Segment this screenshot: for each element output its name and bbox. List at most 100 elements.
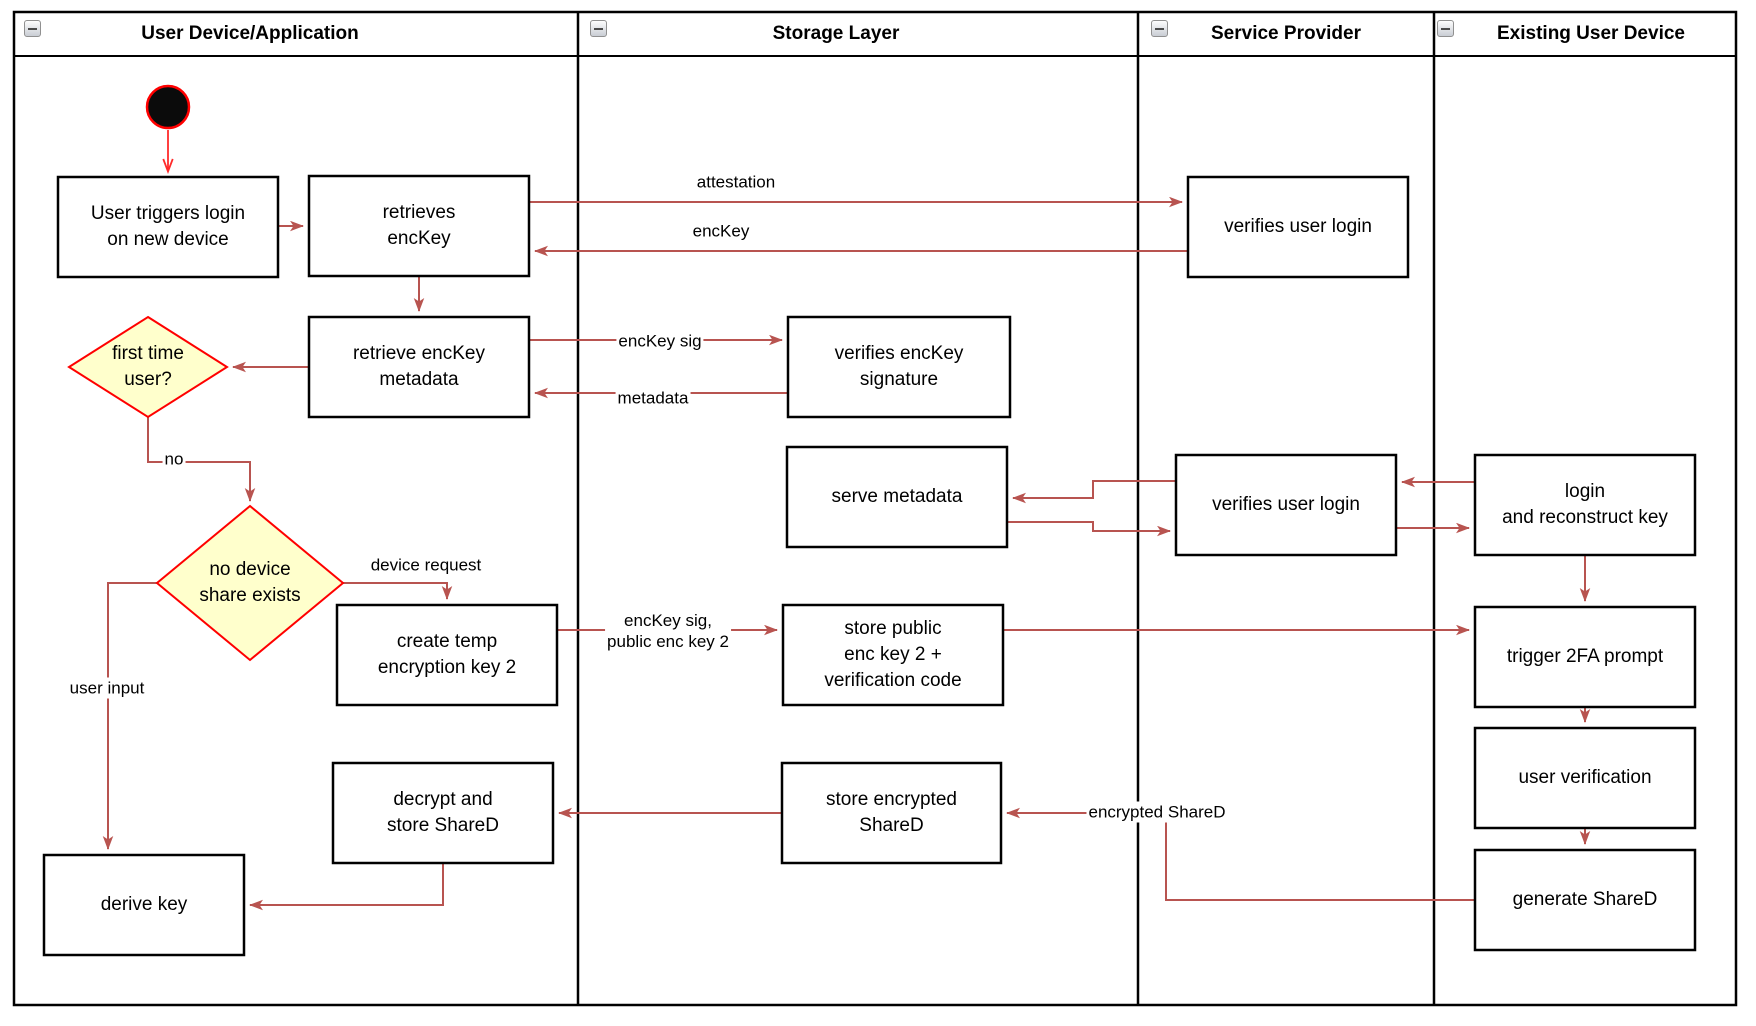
- node-label-line: verifies user login: [1224, 216, 1372, 237]
- edge-label-line: no: [164, 449, 184, 469]
- edge-label-line: attestation: [696, 172, 776, 192]
- node-label-line: create temp: [396, 631, 498, 652]
- edge-label-line: device request: [370, 555, 482, 575]
- label-derive-key: derive key: [44, 855, 244, 955]
- activity-store-public-key2[interactable]: [781, 603, 1005, 707]
- node-label-line: store ShareD: [387, 815, 499, 836]
- label-trigger-2fa: trigger 2FA prompt: [1475, 607, 1695, 707]
- label-verifies-signature: verifies encKey signature: [788, 317, 1010, 417]
- lane-title-service-provider: Service Provider: [1211, 23, 1361, 44]
- edge-label-line: encKey sig,: [624, 611, 712, 630]
- edge-label-encrypted-shared: encrypted ShareD: [1086, 801, 1228, 823]
- decision-first-time-user[interactable]: [67, 315, 229, 419]
- node-label-line: generate ShareD: [1512, 889, 1658, 910]
- activity-user-triggers-login[interactable]: [56, 175, 280, 279]
- node-label-line: user?: [124, 369, 172, 390]
- minimize-icon[interactable]: [590, 20, 607, 37]
- activity-decrypt-store-shared[interactable]: [331, 761, 555, 865]
- edge-label-enckey-sig-key2: encKey sig, public enc key 2: [605, 610, 731, 652]
- node-label-line: ShareD: [859, 815, 924, 836]
- activity-store-encrypted-shared[interactable]: [780, 761, 1003, 865]
- activity-retrieve-metadata[interactable]: [307, 315, 531, 419]
- label-user-verification: user verification: [1475, 728, 1695, 828]
- node-label-line: derive key: [100, 894, 188, 915]
- label-store-public-key2: store public enc key 2 + verification code: [783, 605, 1003, 705]
- flow-arrow-encrypted-shared: [1006, 807, 1475, 901]
- activity-create-temp-key2[interactable]: [335, 603, 559, 707]
- node-label-line: share exists: [199, 585, 301, 606]
- activity-verifies-login-mid[interactable]: [1174, 453, 1398, 557]
- node-label-line: user verification: [1518, 767, 1652, 788]
- activity-trigger-2fa[interactable]: [1473, 605, 1697, 709]
- node-label-line: encKey: [387, 228, 451, 249]
- edge-label-enckey-sig: encKey sig: [616, 330, 704, 352]
- decision-no-device-share[interactable]: [155, 504, 345, 662]
- minimize-icon[interactable]: [1437, 20, 1454, 37]
- edge-label-line: metadata: [617, 388, 689, 408]
- diagram-border: [12, 10, 1738, 1007]
- lane-title-existing-device: Existing User Device: [1497, 23, 1685, 44]
- flow-arrow-verifies-to-serve: [1012, 480, 1176, 504]
- edge-label-no-branch: no: [162, 448, 186, 470]
- label-first-time-user: first time user?: [69, 317, 227, 417]
- label-verifies-login-mid: verifies user login: [1176, 455, 1396, 555]
- activity-generate-shared[interactable]: [1473, 848, 1697, 952]
- edge-label-metadata-return: metadata: [615, 387, 691, 409]
- label-retrieves-enckey: retrieves encKey: [309, 176, 529, 276]
- node-label-line: no device: [209, 559, 291, 580]
- node-label-line: metadata: [379, 369, 459, 390]
- flow-arrow-no-branch: [147, 417, 256, 502]
- activity-user-verification[interactable]: [1473, 726, 1697, 830]
- edge-label-attestation: attestation: [694, 171, 778, 193]
- edge-label-device-request: device request: [368, 554, 484, 576]
- node-label-line: encryption key 2: [377, 657, 517, 678]
- node-label-line: retrieves: [382, 202, 456, 223]
- minimize-icon[interactable]: [1151, 20, 1168, 37]
- flow-arrow-serve-to-verifies: [1007, 521, 1171, 537]
- node-label-line: signature: [859, 369, 939, 390]
- label-login-reconstruct: login and reconstruct key: [1475, 455, 1695, 555]
- node-label-line: first time: [112, 343, 184, 364]
- activity-derive-key[interactable]: [42, 853, 246, 957]
- node-label-line: verification code: [824, 670, 962, 691]
- label-generate-shared: generate ShareD: [1475, 850, 1695, 950]
- edge-label-line: encKey: [692, 221, 750, 241]
- label-verifies-login-top: verifies user login: [1188, 177, 1408, 277]
- activity-serve-metadata[interactable]: [785, 445, 1009, 549]
- node-label-line: store public: [844, 618, 942, 639]
- activity-retrieves-enckey[interactable]: [307, 174, 531, 278]
- node-label-line: store encrypted: [826, 789, 957, 810]
- node-label-line: enc key 2 +: [844, 644, 942, 665]
- node-label-line: login: [1564, 481, 1606, 502]
- node-label-line: verifies encKey: [834, 343, 964, 364]
- node-label-line: verifies user login: [1212, 494, 1360, 515]
- node-label-line: trigger 2FA prompt: [1506, 646, 1664, 667]
- flow-arrow-device-request: [343, 582, 453, 600]
- activity-verifies-login-top[interactable]: [1186, 175, 1410, 279]
- flow-arrow-decrypt-to-derive: [249, 863, 444, 911]
- flow-arrow-user-input: [102, 582, 157, 850]
- node-label-line: User triggers login: [90, 203, 246, 224]
- edge-label-line: encrypted ShareD: [1088, 802, 1226, 822]
- label-no-device-share: no device share exists: [157, 506, 343, 660]
- label-serve-metadata: serve metadata: [787, 447, 1007, 547]
- node-label-line: decrypt and: [393, 789, 493, 810]
- edge-label-enckey-return: encKey: [690, 220, 752, 242]
- edge-label-line: user input: [69, 678, 145, 698]
- edge-label-line: public enc key 2: [607, 632, 729, 651]
- edge-label-line: encKey sig: [618, 331, 702, 351]
- lane-title-user-device: User Device/Application: [141, 23, 359, 44]
- label-create-temp-key2: create temp encryption key 2: [337, 605, 557, 705]
- activity-login-reconstruct[interactable]: [1473, 453, 1697, 557]
- minimize-icon[interactable]: [24, 20, 41, 37]
- node-label-line: and reconstruct key: [1502, 507, 1668, 528]
- activity-verifies-signature[interactable]: [786, 315, 1012, 419]
- node-label-line: serve metadata: [831, 486, 963, 507]
- lane-title-storage-layer: Storage Layer: [772, 23, 900, 44]
- start-node[interactable]: [145, 84, 191, 130]
